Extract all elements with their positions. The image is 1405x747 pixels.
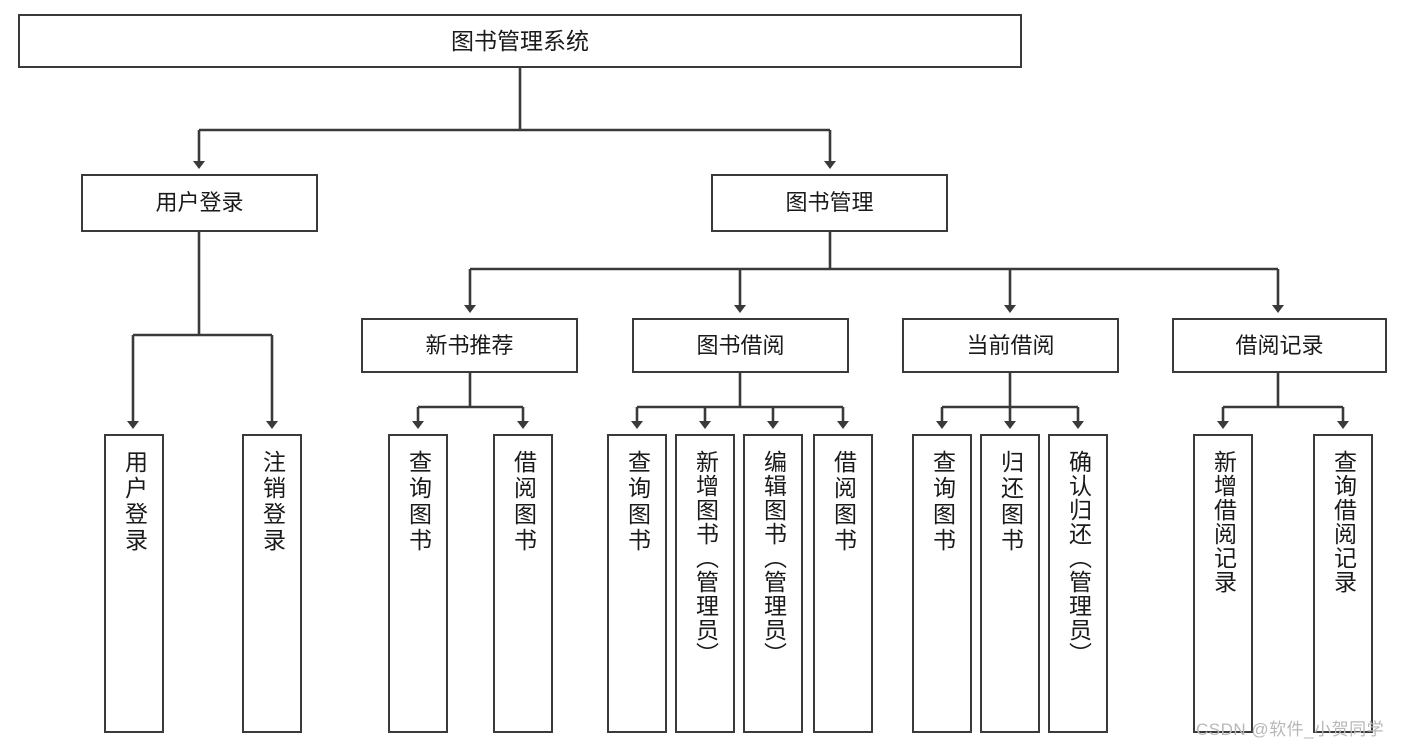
node-leaf-query-record[interactable]: 查询借阅记录 — [1313, 434, 1373, 733]
node-new-book-recommend[interactable]: 新书推荐 — [361, 318, 578, 373]
node-label: 查询图书 — [405, 450, 432, 554]
node-label: 注销登录 — [259, 450, 286, 554]
node-book-manage[interactable]: 图书管理 — [711, 174, 948, 232]
watermark-text: CSDN @软件_小贺同学 — [1196, 720, 1385, 739]
node-label: 借阅图书 — [830, 450, 857, 554]
node-book-borrow[interactable]: 图书借阅 — [632, 318, 849, 373]
node-leaf-confirm-return[interactable]: 确认归还（管理员） — [1048, 434, 1108, 733]
node-label: 确认归还（管理员） — [1065, 450, 1092, 666]
node-label: 新书推荐 — [425, 332, 514, 358]
node-label: 用户登录 — [121, 450, 148, 554]
node-leaf-edit-book[interactable]: 编辑图书（管理员） — [743, 434, 803, 733]
node-label: 用户登录 — [155, 190, 244, 216]
node-user-login[interactable]: 用户登录 — [81, 174, 318, 232]
node-leaf-return-book[interactable]: 归还图书 — [980, 434, 1040, 733]
node-label: 查询借阅记录 — [1330, 450, 1357, 594]
node-leaf-user-login[interactable]: 用户登录 — [104, 434, 164, 733]
node-leaf-query-book-1[interactable]: 查询图书 — [388, 434, 448, 733]
node-leaf-add-record[interactable]: 新增借阅记录 — [1193, 434, 1253, 733]
node-label: 图书管理 — [785, 190, 874, 216]
node-label: 新增图书（管理员） — [692, 450, 719, 666]
node-leaf-logout-login[interactable]: 注销登录 — [242, 434, 302, 733]
node-leaf-add-book[interactable]: 新增图书（管理员） — [675, 434, 735, 733]
node-label: 当前借阅 — [966, 332, 1055, 358]
node-leaf-borrow-book-1[interactable]: 借阅图书 — [493, 434, 553, 733]
node-current-borrow[interactable]: 当前借阅 — [902, 318, 1119, 373]
node-leaf-query-book-3[interactable]: 查询图书 — [912, 434, 972, 733]
node-label: 归还图书 — [997, 450, 1024, 554]
node-label: 新增借阅记录 — [1210, 450, 1237, 594]
node-label: 图书借阅 — [696, 332, 785, 358]
node-borrow-record[interactable]: 借阅记录 — [1172, 318, 1387, 373]
node-label: 借阅记录 — [1235, 332, 1324, 358]
node-leaf-borrow-book-2[interactable]: 借阅图书 — [813, 434, 873, 733]
node-leaf-query-book-2[interactable]: 查询图书 — [607, 434, 667, 733]
node-label: 查询图书 — [929, 450, 956, 554]
node-label: 编辑图书（管理员） — [760, 450, 787, 666]
node-label: 查询图书 — [624, 450, 651, 554]
node-label: 借阅图书 — [510, 450, 537, 554]
node-label: 图书管理系统 — [451, 27, 589, 54]
node-root-system[interactable]: 图书管理系统 — [18, 14, 1022, 68]
